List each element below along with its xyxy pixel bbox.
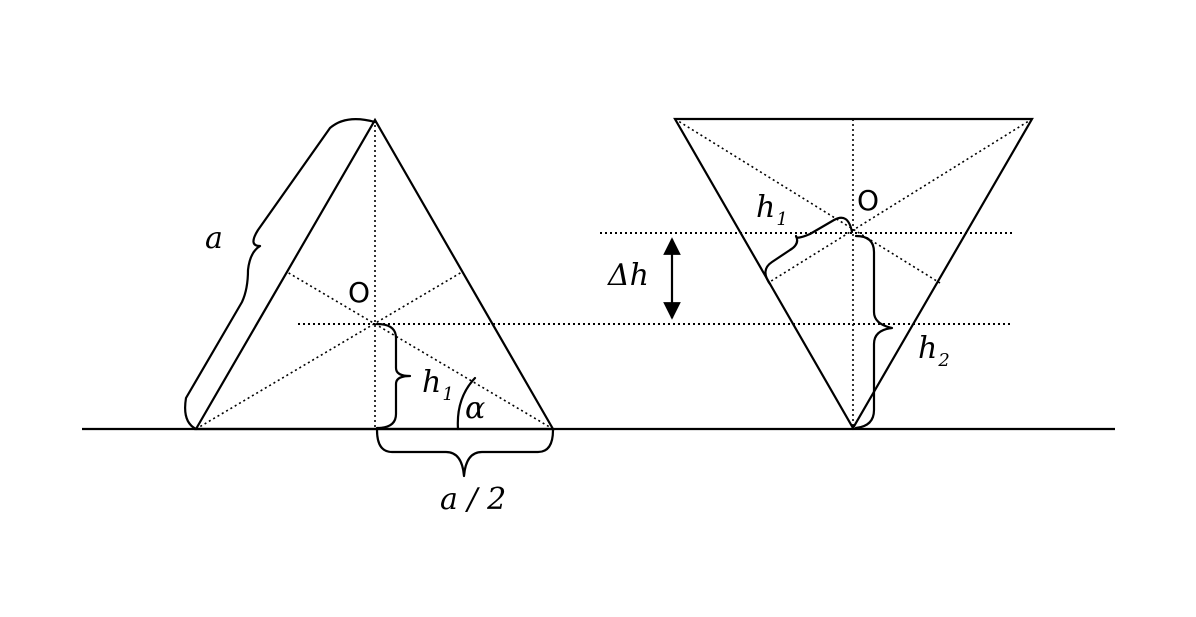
h2-brace	[854, 234, 894, 430]
h1-left-brace	[375, 322, 412, 430]
upright-median-left	[195, 271, 463, 430]
label-center-left: O	[348, 276, 370, 309]
label-center-right: O	[857, 184, 879, 217]
label-half-side: a / 2	[440, 482, 506, 517]
upright-triangle	[194, 117, 555, 431]
upright-triangle-outline	[194, 117, 555, 431]
label-h1-right: h1	[756, 190, 788, 230]
side-a-brace	[184, 117, 377, 431]
h1-right-brace	[764, 216, 854, 286]
upright-median-right	[286, 271, 554, 430]
angle-alpha-arc	[456, 376, 477, 431]
inverted-triangle	[673, 117, 1034, 431]
label-side-a: a	[205, 221, 223, 256]
label-h2: h2	[918, 331, 950, 371]
half-side-brace	[375, 428, 555, 478]
label-h1-left: h1	[422, 365, 454, 405]
label-delta-h: Δh	[607, 258, 649, 293]
inverted-median-right	[767, 118, 1033, 284]
inverted-median-left	[674, 118, 941, 284]
label-alpha: α	[465, 391, 485, 426]
